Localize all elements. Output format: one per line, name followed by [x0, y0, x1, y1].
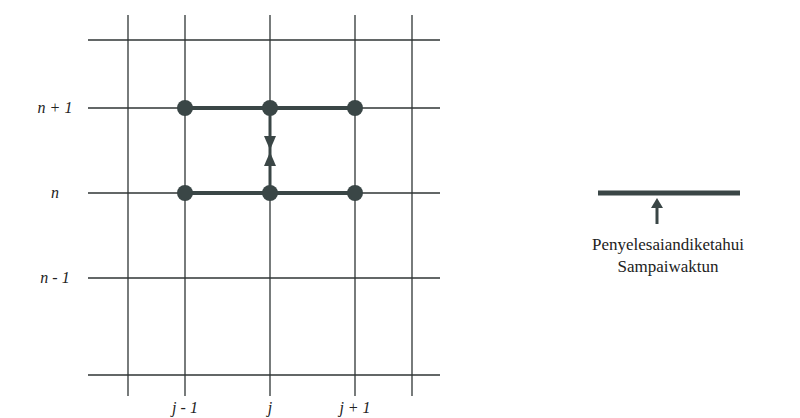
- stencil-lines: [185, 108, 355, 193]
- grid-points: [177, 100, 363, 201]
- grid-line: [411, 15, 412, 396]
- grid-line: [184, 15, 185, 396]
- time-level-label: n + 1: [38, 98, 73, 119]
- arrowhead: [264, 136, 276, 150]
- grid-line: [88, 374, 440, 375]
- space-index-label: j + 1: [339, 398, 370, 418]
- grid-line: [88, 39, 440, 40]
- grid-point: [177, 185, 193, 201]
- arrowheads: [264, 136, 276, 166]
- time-level-label: n - 1: [40, 268, 69, 289]
- grid-point: [262, 100, 278, 116]
- stencil-line: [269, 108, 272, 193]
- grid: [88, 15, 440, 396]
- grid-point: [177, 100, 193, 116]
- space-index-label: j - 1: [172, 398, 198, 418]
- grid-line: [88, 277, 440, 278]
- arrowhead: [651, 198, 663, 208]
- arrowhead: [264, 152, 276, 166]
- known-solution-bar: [598, 191, 740, 196]
- grid-line: [269, 15, 270, 396]
- grid-point: [262, 185, 278, 201]
- space-index-label: j: [268, 398, 272, 418]
- time-level-label: n: [51, 183, 59, 204]
- legend-note: Penyelesaiandiketahui Sampaiwaktun: [592, 234, 744, 278]
- grid-line: [127, 15, 128, 396]
- grid-line: [354, 15, 355, 396]
- grid-point: [347, 100, 363, 116]
- legend-arrow: [656, 206, 659, 224]
- grid-point: [347, 185, 363, 201]
- legend-symbol: [598, 193, 740, 224]
